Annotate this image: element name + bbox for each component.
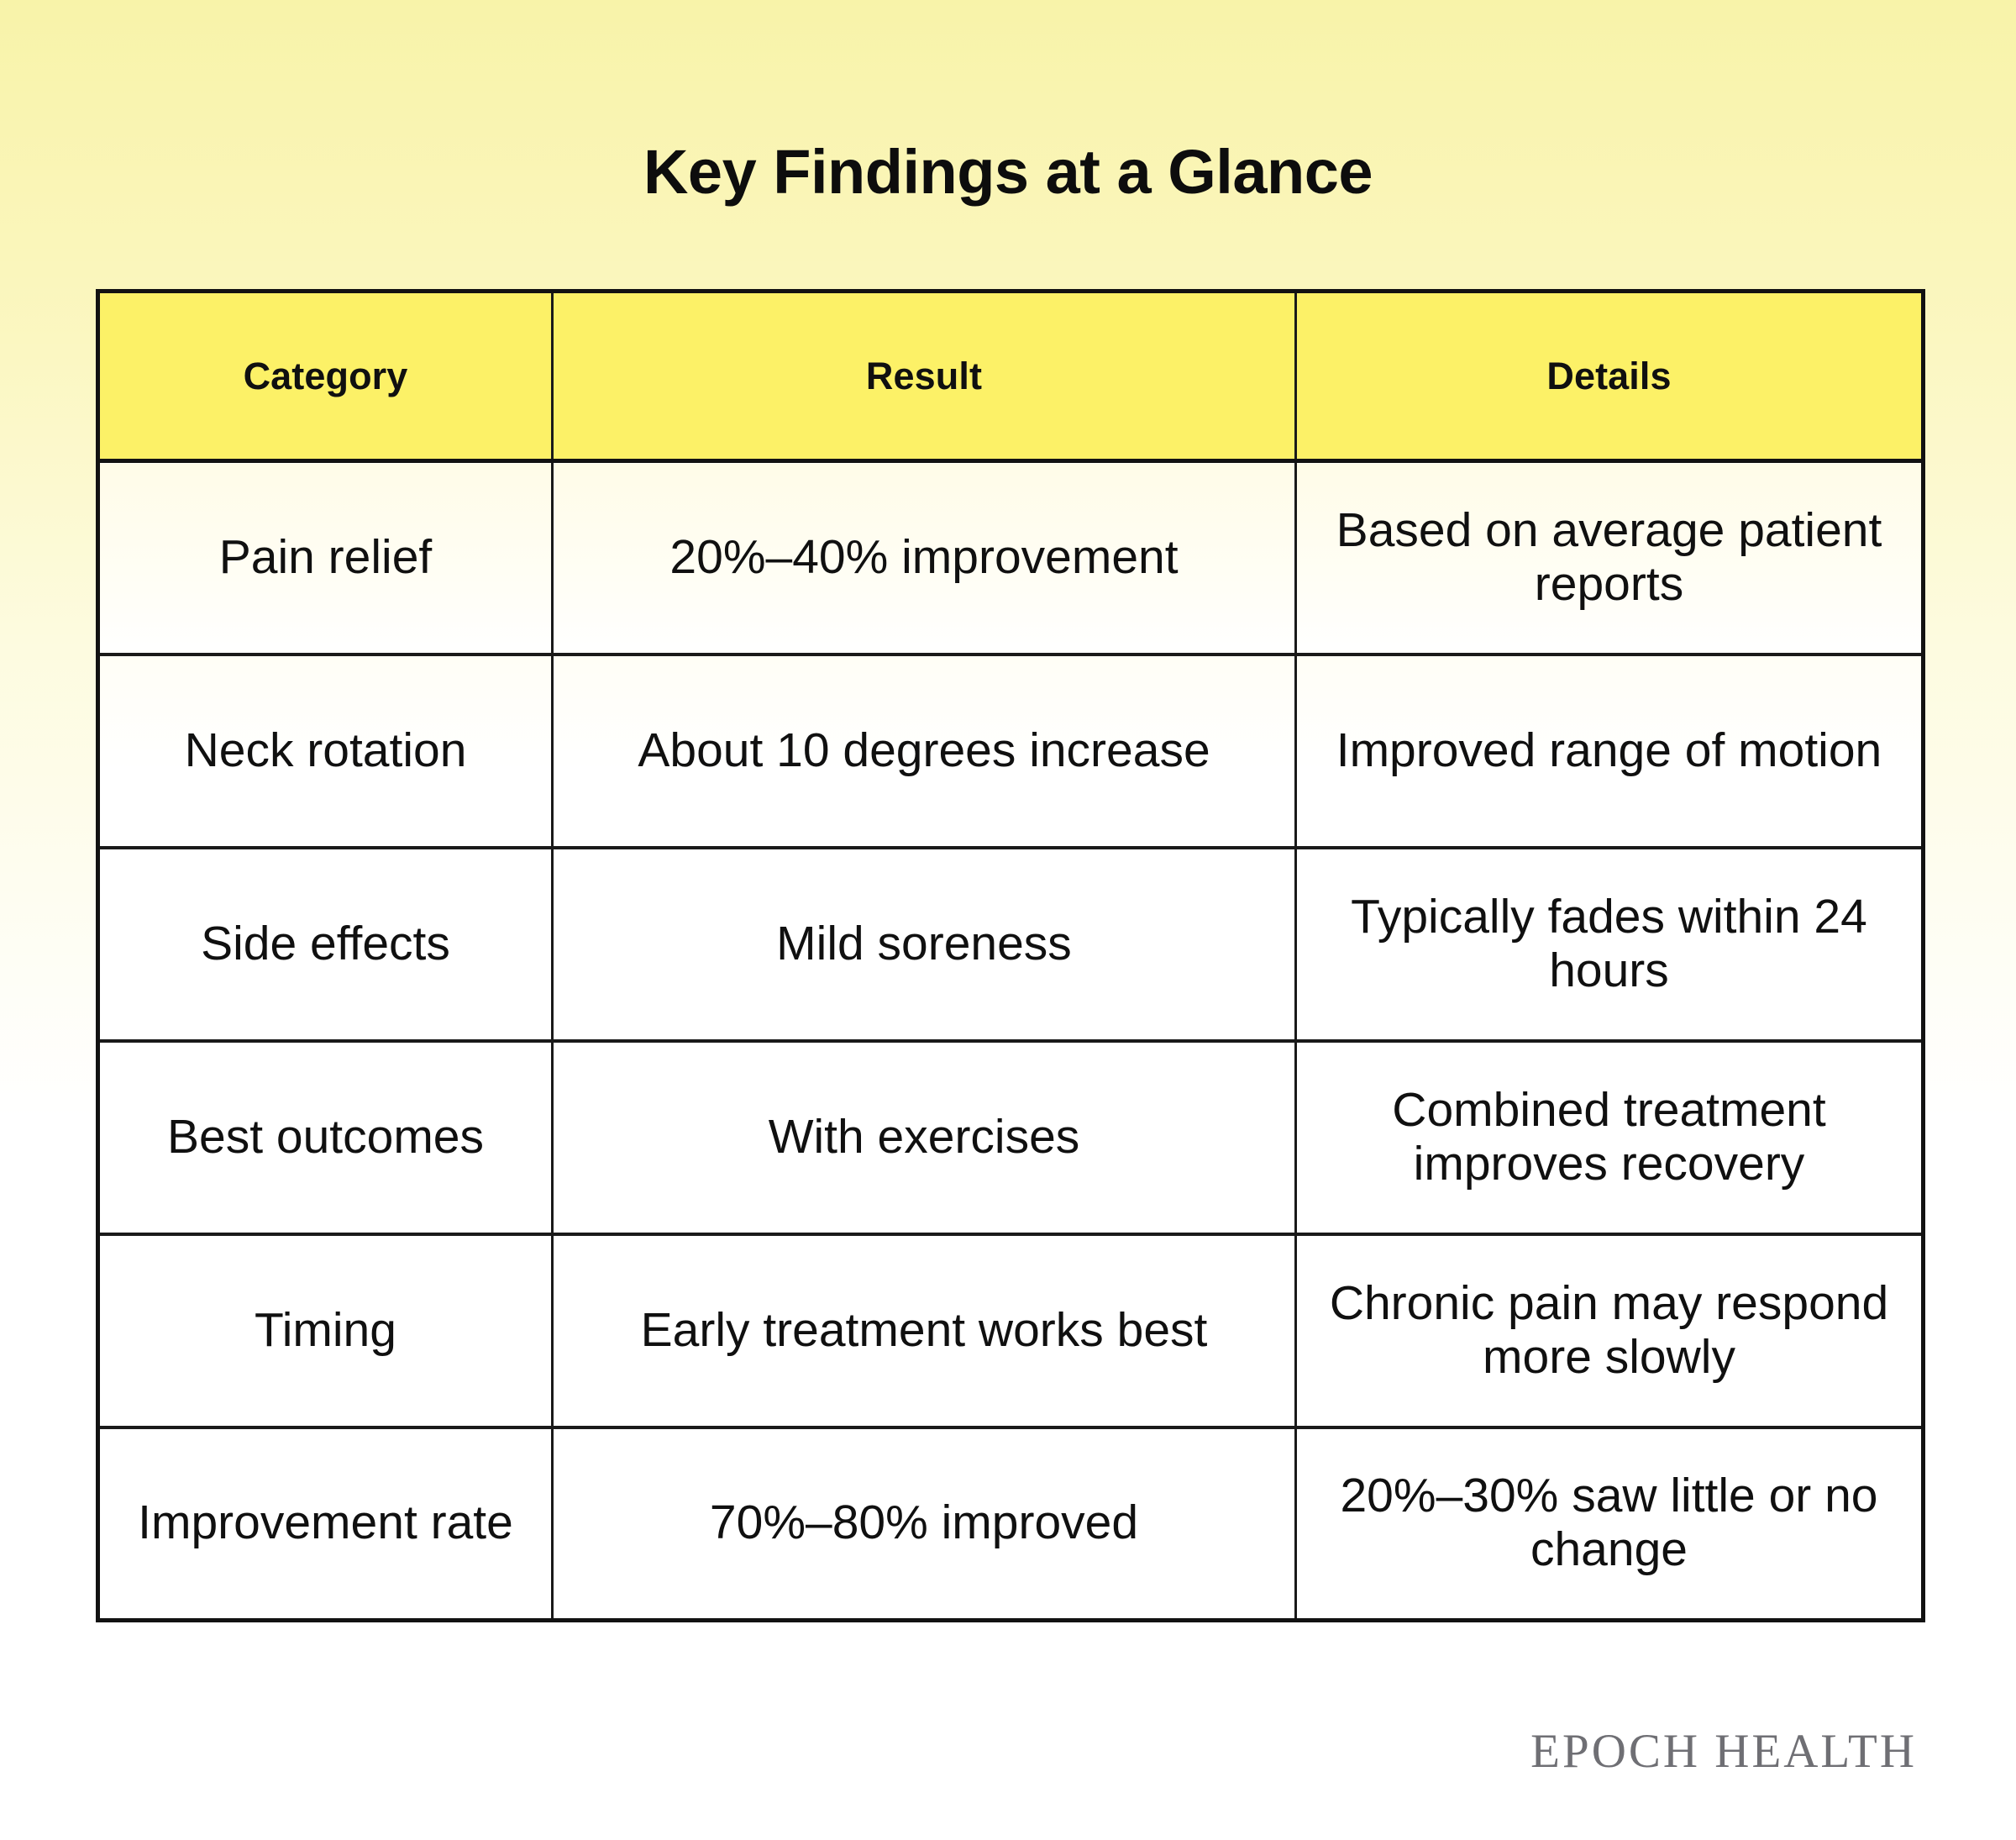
table-row: Improvement rate 70%–80% improved 20%–30… (97, 1427, 1924, 1621)
table-row: Neck rotation About 10 degrees increase … (97, 654, 1924, 848)
cell-category: Neck rotation (97, 654, 554, 848)
cell-result: With exercises (551, 1040, 1297, 1234)
cell-category: Timing (97, 1233, 554, 1427)
column-header-details: Details (1294, 291, 1924, 463)
table-row: Best outcomes With exercises Combined tr… (97, 1040, 1924, 1234)
table-row: Pain relief 20%–40% improvement Based on… (97, 460, 1924, 655)
key-findings-table: Category Result Details Pain relief 20%–… (96, 289, 1925, 1622)
cell-result: 20%–40% improvement (551, 460, 1297, 655)
cell-category: Side effects (97, 847, 554, 1041)
cell-category: Improvement rate (97, 1427, 554, 1621)
cell-result: 70%–80% improved (551, 1427, 1297, 1621)
cell-details: 20%–30% saw little or no change (1294, 1427, 1924, 1621)
column-header-result: Result (551, 291, 1297, 463)
page-title: Key Findings at a Glance (643, 137, 1373, 207)
cell-details: Based on average patient reports (1294, 460, 1924, 655)
cell-details: Combined treatment improves recovery (1294, 1040, 1924, 1234)
cell-category: Best outcomes (97, 1040, 554, 1234)
cell-details: Improved range of motion (1294, 654, 1924, 848)
cell-details: Chronic pain may respond more slowly (1294, 1233, 1924, 1427)
table-row: Side effects Mild soreness Typically fad… (97, 847, 1924, 1041)
cell-result: Early treatment works best (551, 1233, 1297, 1427)
cell-result: About 10 degrees increase (551, 654, 1297, 848)
table-header-row: Category Result Details (97, 291, 1924, 463)
table-row: Timing Early treatment works best Chroni… (97, 1233, 1924, 1427)
epoch-health-logo: EPOCH HEALTH (1530, 1725, 1917, 1778)
column-header-category: Category (97, 291, 554, 463)
cell-details: Typically fades within 24 hours (1294, 847, 1924, 1041)
cell-category: Pain relief (97, 460, 554, 655)
cell-result: Mild soreness (551, 847, 1297, 1041)
